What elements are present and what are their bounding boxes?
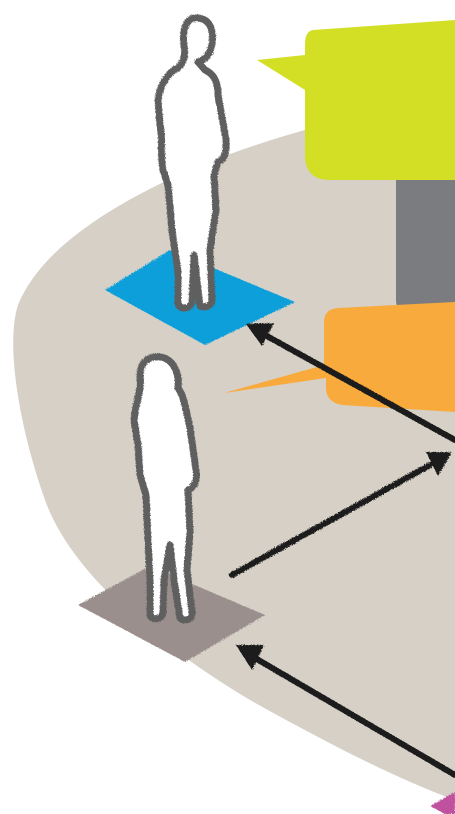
arrow-line-1 <box>262 332 455 443</box>
floor-tile-taupe <box>78 566 265 662</box>
speech-bubble-orange <box>224 302 455 412</box>
standing-figure-icon <box>130 353 200 624</box>
speech-bubble-gray <box>396 180 455 310</box>
arrowhead-icon <box>236 645 264 670</box>
speech-bubble-lime <box>257 20 455 180</box>
floor-tile-magenta <box>430 792 455 814</box>
arrow-line-2 <box>229 462 433 578</box>
standing-figure-icon <box>154 14 230 312</box>
arrow-line-3 <box>252 655 455 778</box>
floor-blob <box>13 102 455 800</box>
arrows <box>229 323 455 778</box>
arrowhead-icon <box>246 323 274 346</box>
arrowhead-icon <box>426 452 452 476</box>
